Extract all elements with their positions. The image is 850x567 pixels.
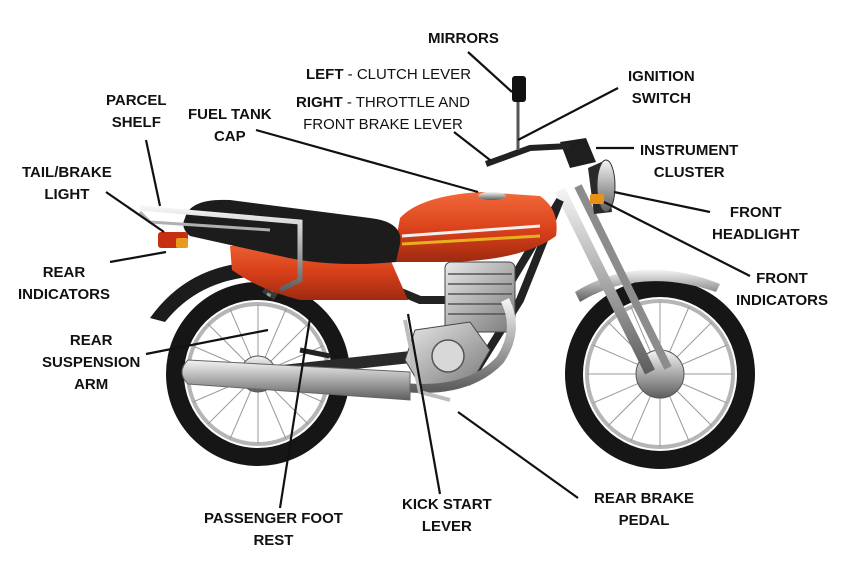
label-rear-ind-line2: INDICATORS [18,286,110,303]
front-wheel [565,279,755,469]
label-front-ind-line1: FRONT [756,270,808,287]
label-front-ind-line2: INDICATORS [736,292,828,309]
label-right-throttle: RIGHT - THROTTLE AND FRONT BRAKE LEVER [296,92,470,136]
label-rear-indicators: REAR INDICATORS [18,262,110,306]
label-tail-brake-light: TAIL/BRAKE LIGHT [22,162,112,206]
label-rear-suspension-arm: REAR SUSPENSION ARM [42,330,140,396]
leader-mirrors [467,51,513,93]
label-susp-line2: SUSPENSION [42,354,141,371]
label-tail-line2: LIGHT [44,186,90,203]
label-kick-line1: KICK START [402,496,492,513]
leader-tail-light [105,191,165,233]
label-ignition-line1: IGNITION [628,68,695,85]
label-left-bold: LEFT [306,66,344,83]
label-parcel-shelf: PARCEL SHELF [106,90,167,134]
label-ignition-switch: IGNITION SWITCH [628,66,695,110]
label-tail-line1: TAIL/BRAKE [22,164,112,181]
label-susp-line3: ARM [74,376,109,393]
label-parcel-line1: PARCEL [106,92,167,109]
label-front-indicators: FRONT INDICATORS [736,268,828,312]
leader-foot-rest [278,317,312,509]
leader-ignition [517,87,619,141]
label-mirrors-text: MIRRORS [428,30,499,47]
label-left-rest: - CLUTCH LEVER [343,66,472,83]
label-headlight-line1: FRONT [729,204,782,221]
label-brake-line1: REAR BRAKE [594,490,695,507]
label-fuel-line2: CAP [213,128,246,145]
label-instrument-line2: CLUSTER [653,164,725,181]
leader-headlight [613,190,711,214]
leader-parcel-shelf [144,139,162,207]
label-susp-line1: REAR [69,332,113,349]
label-right-rest: - THROTTLE AND [342,94,470,111]
label-rear-ind-line1: REAR [42,264,86,281]
label-brake-line2: PEDAL [618,512,670,529]
motorcycle-illustration [138,76,755,469]
label-kick-start-lever: KICK START LEVER [402,494,492,538]
label-front-headlight: FRONT HEADLIGHT [712,202,800,246]
leader-levers [453,131,491,161]
label-right-bold: RIGHT [296,94,343,111]
leader-front-indicators [603,201,751,277]
leader-fuel-cap [255,128,479,194]
leader-brake-pedal [457,411,579,499]
label-rear-brake-pedal: REAR BRAKE PEDAL [594,488,694,532]
leader-kick-start [406,313,442,495]
leader-rear-indicators [109,250,167,264]
label-fuel-tank-cap: FUEL TANK CAP [188,104,272,148]
label-passenger-foot-rest: PASSENGER FOOT REST [204,508,343,552]
label-left-clutch: LEFT - CLUTCH LEVER [306,64,471,86]
label-mirrors: MIRRORS [428,28,499,50]
label-parcel-line2: SHELF [111,114,161,131]
label-right-line2: FRONT BRAKE LEVER [303,116,463,133]
leader-suspension [145,328,269,356]
label-instrument-line1: INSTRUMENT [640,142,739,159]
label-kick-line2: LEVER [421,518,472,535]
engine [404,261,516,386]
leader-lines [105,51,751,509]
label-foot-line2: REST [253,532,294,549]
label-headlight-line2: HEADLIGHT [712,226,800,243]
label-foot-line1: PASSENGER FOOT [204,510,343,527]
label-instrument-cluster: INSTRUMENT CLUSTER [640,140,738,184]
label-ignition-line2: SWITCH [631,90,691,107]
label-fuel-line1: FUEL TANK [188,106,272,123]
